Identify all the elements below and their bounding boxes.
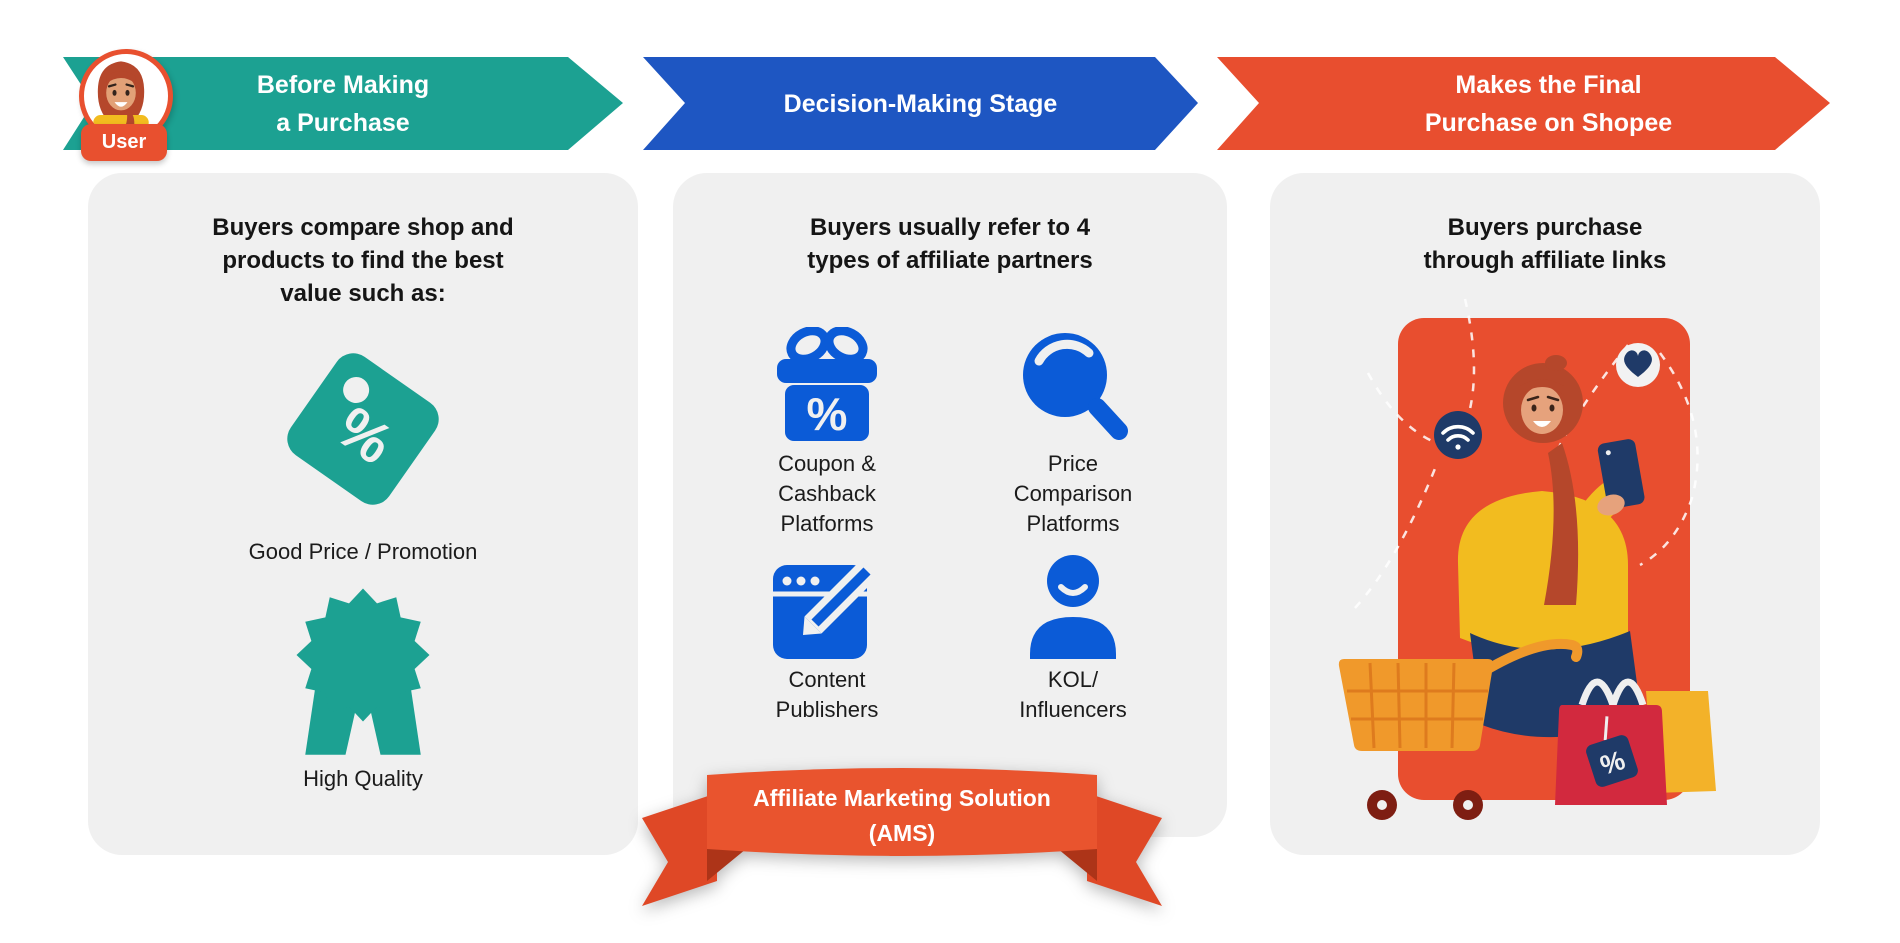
kol-influencers-label: KOL/ Influencers bbox=[1019, 667, 1127, 722]
dashed-link-lines bbox=[1354, 298, 1699, 609]
stage-banner-label: Before Making a Purchase bbox=[256, 70, 430, 137]
high-quality-label: High Quality bbox=[303, 766, 423, 791]
partner-kol-influencers: KOL/ Influencers bbox=[933, 553, 1213, 725]
coupon-cashback-gift-icon: % bbox=[777, 327, 877, 441]
bag-percent-tag: % bbox=[1586, 716, 1638, 787]
gift-percent-glyph: % bbox=[807, 388, 848, 440]
partner-content-publishers: Content Publishers bbox=[687, 553, 967, 725]
shopping-illustration: % bbox=[1338, 298, 1716, 820]
stage-banner-label: Decision-Making Stage bbox=[783, 89, 1058, 118]
smartphone bbox=[1597, 439, 1645, 509]
card-before-purchase: Buyers compare shop and products to find… bbox=[88, 173, 638, 855]
card-decision-making: Buyers usually refer to 4 types of affil… bbox=[673, 173, 1227, 837]
price-comparison-search-icon bbox=[1023, 333, 1128, 440]
content-publishers-icon bbox=[773, 560, 878, 659]
card3-heading: Buyers purchase through affiliate links bbox=[1423, 214, 1667, 274]
stage-banner-label: Makes the Final Purchase on Shopee bbox=[1424, 70, 1673, 137]
card2-heading: Buyers usually refer to 4 types of affil… bbox=[807, 214, 1093, 274]
wifi-icon bbox=[1434, 411, 1482, 459]
coupon-cashback-label: Coupon & Cashback Platforms bbox=[778, 451, 876, 536]
stage-banner-decision-making: Decision-Making Stage bbox=[643, 57, 1198, 150]
heart-icon bbox=[1616, 343, 1660, 387]
quality-badge-icon bbox=[296, 588, 430, 755]
user-badge-label: User bbox=[101, 131, 147, 153]
card-final-purchase: Buyers purchase through affiliate links bbox=[1270, 173, 1820, 855]
stage-banner-final-purchase: Makes the Final Purchase on Shopee bbox=[1217, 57, 1830, 150]
ams-ribbon-label: Affiliate Marketing Solution (AMS) bbox=[753, 785, 1051, 846]
price-comparison-label: Price Comparison Platforms bbox=[1013, 451, 1133, 536]
kol-influencers-icon bbox=[1030, 555, 1116, 659]
partner-coupon-cashback: % Coupon & Cashback Platforms bbox=[687, 325, 967, 539]
price-tag-icon: % bbox=[287, 353, 439, 505]
shopping-cart bbox=[1338, 638, 1583, 820]
shopping-bags: % bbox=[1555, 678, 1716, 805]
user-avatar-illustration bbox=[93, 61, 149, 130]
card1-heading: Buyers compare shop and products to find… bbox=[212, 214, 514, 307]
good-price-label: Good Price / Promotion bbox=[248, 539, 478, 564]
ams-ribbon bbox=[642, 768, 1162, 906]
content-publishers-label: Content Publishers bbox=[775, 667, 879, 722]
partner-price-comparison: Price Comparison Platforms bbox=[933, 325, 1213, 539]
user-badge: User bbox=[81, 124, 167, 161]
